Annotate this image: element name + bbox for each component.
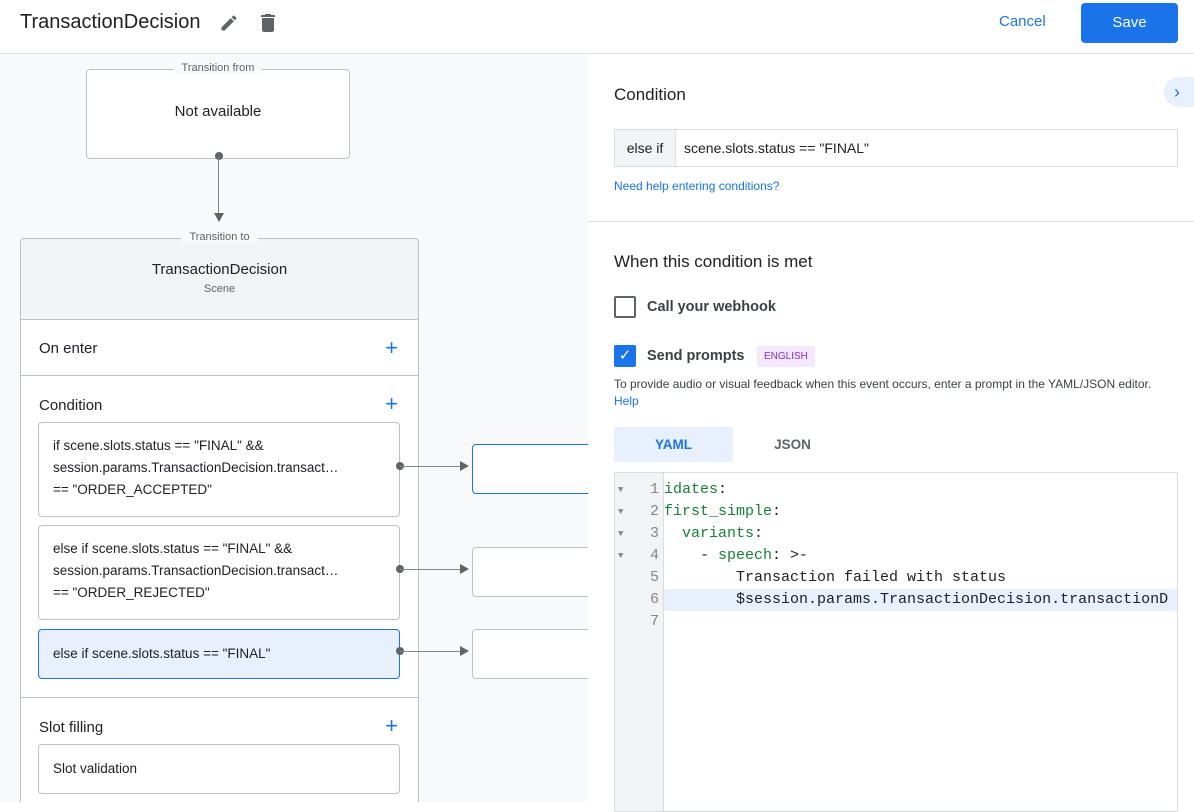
code-line: first_simple: <box>664 501 781 523</box>
code-key: idates <box>664 481 719 498</box>
connector-line <box>400 569 462 570</box>
code-line: idates: <box>664 479 727 501</box>
tab-yaml[interactable]: YAML <box>614 427 733 462</box>
arrow-right-icon <box>460 646 469 656</box>
code-key: first_simple <box>664 503 773 520</box>
on-enter-section[interactable]: On enter + <box>20 319 419 376</box>
condition-input-group: else if scene.slots.status == "FINAL" <box>614 129 1178 167</box>
code-line: - speech: >- <box>664 545 808 567</box>
code-value: : <box>754 525 764 542</box>
condition-line: == "ORDER_ACCEPTED" <box>53 482 212 497</box>
when-met-heading: When this condition is met <box>614 252 813 271</box>
line-number: 7 <box>649 613 659 630</box>
target-node[interactable] <box>472 629 588 679</box>
connector-dot <box>215 152 223 160</box>
condition-line: else if scene.slots.status == "FINAL" && <box>53 541 293 556</box>
target-node[interactable] <box>472 547 588 597</box>
slot-validation-item[interactable]: Slot validation <box>38 744 400 794</box>
active-line-highlight <box>664 589 1177 611</box>
webhook-label: Call your webhook <box>647 299 776 315</box>
line-number: 5 <box>649 569 659 586</box>
add-condition-icon[interactable]: + <box>385 391 398 416</box>
slot-filling-label: Slot filling <box>39 719 104 736</box>
code-line: variants: <box>664 523 763 545</box>
condition-item[interactable]: if scene.slots.status == "FINAL" && sess… <box>38 422 400 517</box>
divider <box>588 221 1194 222</box>
target-node[interactable] <box>472 444 588 494</box>
code-editor[interactable]: 1 ▼ idates: 2 ▼ first_simple: 3 ▼ variants: 4 ▼ -… <box>614 472 1178 812</box>
connector-line <box>218 156 219 214</box>
code-line: Transaction failed with status <box>664 567 1006 589</box>
condition-item-selected[interactable]: else if scene.slots.status == "FINAL" <box>38 629 400 679</box>
code-key: speech <box>718 547 773 564</box>
condition-line: else if scene.slots.status == "FINAL" <box>53 646 271 661</box>
collapse-panel-icon[interactable]: › <box>1164 77 1194 107</box>
webhook-checkbox[interactable] <box>614 296 636 318</box>
add-slot-icon[interactable]: + <box>385 713 398 738</box>
transition-from-box: Transition from Not available <box>86 62 350 159</box>
help-conditions-link[interactable]: Need help entering conditions? <box>614 179 780 193</box>
add-on-enter-icon[interactable]: + <box>385 335 398 360</box>
scene-type: Scene <box>203 283 236 295</box>
fold-arrow-icon[interactable]: ▼ <box>618 551 624 561</box>
fold-arrow-icon[interactable]: ▼ <box>618 529 624 539</box>
line-number: 6 <box>649 591 659 608</box>
condition-line: session.params.TransactionDecision.trans… <box>53 563 339 578</box>
condition-input[interactable]: scene.slots.status == "FINAL" <box>684 140 870 156</box>
prompts-label: Send prompts <box>647 348 745 364</box>
language-badge: ENGLISH <box>757 346 815 367</box>
prompt-description: To provide audio or visual feedback when… <box>614 376 1174 410</box>
page-title: TransactionDecision <box>20 11 201 33</box>
code-key: variants <box>682 525 755 542</box>
code-indent <box>664 591 736 608</box>
prompt-description-text: To provide audio or visual feedback when… <box>614 377 1152 391</box>
condition-panel: › Condition else if scene.slots.status =… <box>588 55 1194 812</box>
fold-arrow-icon[interactable]: ▼ <box>618 507 624 517</box>
line-number: 1 <box>649 481 659 498</box>
connector-line <box>400 651 462 652</box>
scene-name: TransactionDecision <box>151 261 288 278</box>
code-indent <box>664 525 682 542</box>
flow-canvas: Transition from Not available Transition… <box>0 55 588 802</box>
code-value: $session.params.TransactionDecision.tran… <box>736 591 1169 608</box>
on-enter-label: On enter <box>39 340 98 357</box>
condition-heading: Condition <box>614 85 686 104</box>
code-value: : <box>718 481 728 498</box>
pencil-icon[interactable] <box>219 13 239 33</box>
prompts-checkbox[interactable]: ✓ <box>614 345 636 367</box>
code-indent <box>664 569 736 586</box>
transition-from-legend: Transition from <box>173 62 263 74</box>
connector-line <box>400 466 462 467</box>
condition-line: == "ORDER_REJECTED" <box>53 585 210 600</box>
line-number: 4 <box>649 547 659 564</box>
top-bar: TransactionDecision Cancel Save <box>0 0 1194 54</box>
code-value: Transaction failed with status <box>736 569 1007 586</box>
slot-validation-label: Slot validation <box>53 761 138 776</box>
condition-line: if scene.slots.status == "FINAL" && <box>53 438 264 453</box>
code-indent: - <box>664 547 719 564</box>
code-value: : >- <box>772 547 809 564</box>
condition-item[interactable]: else if scene.slots.status == "FINAL" &&… <box>38 525 400 620</box>
arrow-right-icon <box>460 564 469 574</box>
line-number: 3 <box>649 525 659 542</box>
transition-to-box: Transition to TransactionDecision Scene <box>20 231 419 320</box>
condition-label: Condition <box>39 397 103 414</box>
trash-icon[interactable] <box>256 11 280 35</box>
line-number: 2 <box>649 503 659 520</box>
transition-to-legend: Transition to <box>181 231 258 243</box>
code-value: : <box>772 503 782 520</box>
fold-arrow-icon[interactable]: ▼ <box>618 485 624 495</box>
save-button[interactable]: Save <box>1081 3 1178 43</box>
cancel-button[interactable]: Cancel <box>999 13 1046 30</box>
editor-gutter <box>615 473 664 811</box>
condition-line: session.params.TransactionDecision.trans… <box>53 460 339 475</box>
else-if-label: else if <box>615 130 676 166</box>
tab-json[interactable]: JSON <box>774 437 811 452</box>
arrow-down-icon <box>214 213 224 222</box>
arrow-right-icon <box>460 461 469 471</box>
code-line: $session.params.TransactionDecision.tran… <box>664 589 1168 611</box>
transition-from-value: Not available <box>174 103 262 120</box>
help-link[interactable]: Help <box>614 394 639 408</box>
